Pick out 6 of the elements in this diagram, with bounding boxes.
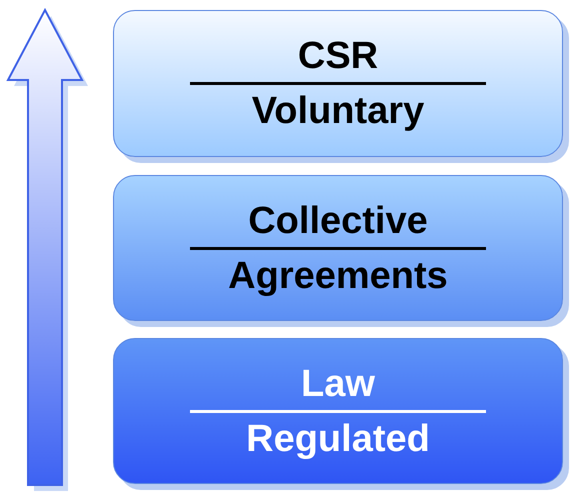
box-heading: Collective — [248, 198, 428, 242]
box-heading: Law — [301, 362, 375, 406]
box-text: Voluntary — [252, 89, 424, 133]
box-heading: CSR — [298, 34, 378, 78]
box-text: Agreements — [228, 254, 448, 298]
box-text: Regulated — [246, 416, 430, 460]
